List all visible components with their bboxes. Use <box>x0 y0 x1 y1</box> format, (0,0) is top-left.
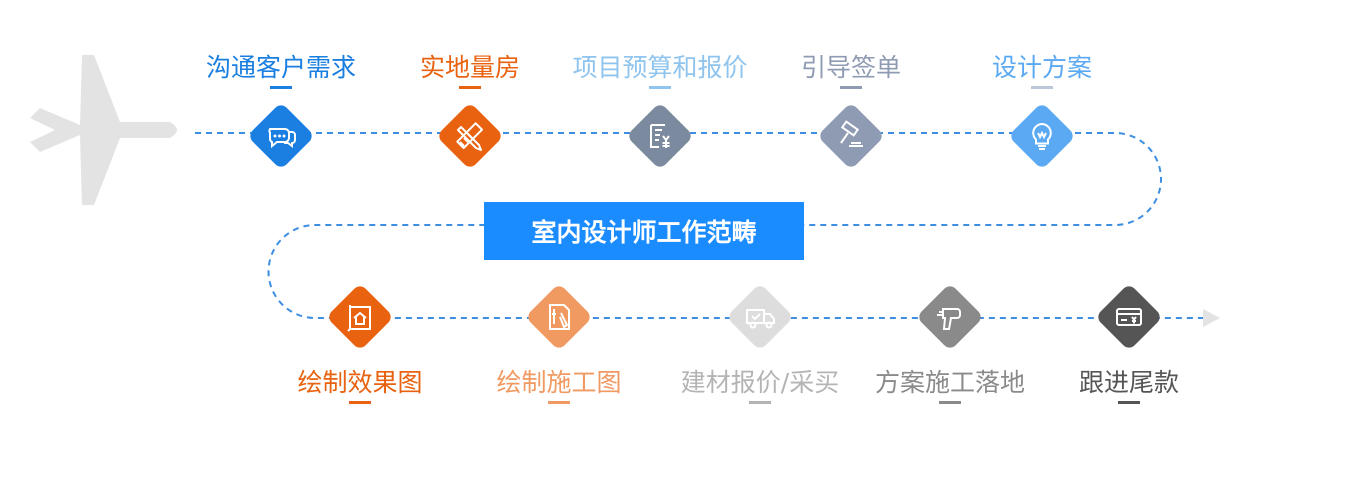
step-underline <box>548 401 570 404</box>
lightbulb-icon <box>1022 116 1062 156</box>
ruler-pencil-icon <box>450 116 490 156</box>
house-blueprint-icon <box>340 297 380 337</box>
payment-card-icon <box>1109 297 1149 337</box>
diagram-title: 室内设计师工作范畴 <box>484 202 804 260</box>
step-label: 方案施工落地 <box>875 363 1025 399</box>
step-underline <box>1031 86 1053 89</box>
delivery-truck-icon <box>740 297 780 337</box>
chat-bubbles-icon <box>261 116 301 156</box>
step-underline <box>459 86 481 89</box>
path-end-arrow-icon <box>1203 309 1220 327</box>
gavel-icon <box>831 116 871 156</box>
step-label: 跟进尾款 <box>1079 363 1179 399</box>
airplane-icon <box>30 55 177 205</box>
step-underline <box>270 86 292 89</box>
step-underline <box>1118 401 1140 404</box>
step-label: 建材报价/采买 <box>681 363 839 399</box>
step-underline <box>840 86 862 89</box>
step-label: 项目预算和报价 <box>572 48 747 84</box>
step-label: 绘制效果图 <box>297 363 422 399</box>
step-label: 设计方案 <box>992 48 1092 84</box>
step-label: 沟通客户需求 <box>206 48 356 84</box>
step-underline <box>939 401 961 404</box>
step-underline <box>649 86 671 89</box>
step-label: 引导签单 <box>801 48 901 84</box>
step-label: 绘制施工图 <box>496 363 621 399</box>
step-underline <box>349 401 371 404</box>
step-underline <box>749 401 771 404</box>
budget-list-icon <box>640 116 680 156</box>
step-label: 实地量房 <box>420 48 520 84</box>
power-drill-icon <box>930 297 970 337</box>
drawing-tools-icon <box>539 297 579 337</box>
